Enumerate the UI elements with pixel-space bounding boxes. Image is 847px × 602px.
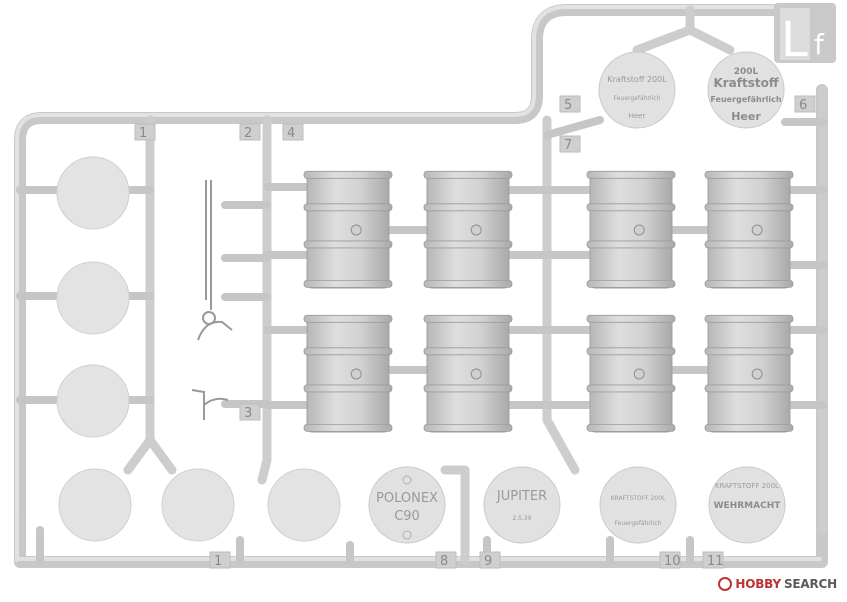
part-number-tab: 7 (559, 135, 581, 153)
part-number: 6 (799, 98, 807, 113)
part-number-tab: 8 (435, 551, 457, 569)
polonez-line-1: POLONEX (376, 491, 438, 506)
part-number-tab: 9 (479, 551, 501, 569)
plain-disc (267, 468, 341, 542)
jupiter-line-2: 2.5.39 (512, 515, 531, 522)
barrel (303, 314, 393, 433)
gates (16, 116, 827, 564)
pump-parts (191, 180, 233, 420)
wehrmacht-line-1: KRAFTSTOFF 200L (715, 482, 779, 490)
barrel (704, 314, 794, 433)
disc-b-line-2: Kraftstoff (713, 76, 778, 90)
plain-disc (161, 468, 235, 542)
sprue-tag: L f (774, 3, 836, 68)
plain-discs (56, 156, 341, 542)
plain-disc (58, 468, 132, 542)
disc-polonez: POLONEX C90 (368, 466, 446, 544)
disc-e: KRAFTSTOFF 200L Feuergefährlich (599, 466, 677, 544)
part-number-tab: 5 (559, 95, 581, 113)
sprue-tag-letter: L (781, 12, 808, 68)
barrel (586, 170, 676, 289)
plain-disc (56, 364, 130, 438)
disc-b: 200L Kraftstoff Feuergefährlich Heer (707, 51, 785, 129)
part-number: 4 (287, 126, 295, 141)
part-number-tab: 11 (702, 551, 724, 569)
part-number: 3 (244, 406, 252, 421)
barrel (303, 170, 393, 289)
barrel (704, 170, 794, 289)
part-number: 9 (484, 554, 492, 569)
watermark: HOBBY SEARCH (718, 577, 837, 591)
plain-disc (56, 156, 130, 230)
part-number-tab: 1 (209, 551, 231, 569)
disc-a: Kraftstoff 200L Feuergefährlich Heer (598, 51, 676, 129)
disc-a-line-3: Heer (629, 112, 646, 120)
barrel (423, 170, 513, 289)
part-number: 7 (564, 138, 572, 153)
part-number: 10 (664, 554, 681, 569)
disc-b-line-4: Heer (731, 110, 761, 123)
disc-wehrmacht: KRAFTSTOFF 200L WEHRMACHT (708, 466, 786, 544)
jupiter-line-1: JUPITER (496, 489, 547, 504)
part-number-tabs: 1 2 4 5 6 7 3 1 8 9 10 11 (134, 95, 816, 569)
watermark-brand-b: SEARCH (783, 577, 837, 591)
part-number-tab: 6 (794, 95, 816, 113)
part-number: 1 (214, 554, 222, 569)
wehrmacht-line-2: WEHRMACHT (714, 501, 782, 511)
part-number: 8 (440, 554, 448, 569)
part-number: 1 (139, 126, 147, 141)
disc-e-line-1: KRAFTSTOFF 200L (611, 495, 666, 502)
disc-b-line-1: 200L (734, 67, 759, 77)
part-number-tab: 2 (239, 123, 261, 141)
sprue-tag-suffix: f (814, 28, 825, 61)
part-number-tab: 4 (282, 123, 304, 141)
barrel (423, 314, 513, 433)
disc-e-line-2: Feuergefährlich (615, 520, 662, 527)
part-number: 5 (564, 98, 572, 113)
disc-a-line-1: Kraftstoff 200L (607, 75, 667, 84)
part-number: 2 (244, 126, 252, 141)
watermark-logo-icon (718, 577, 733, 591)
barrels (303, 170, 794, 433)
inner-runners (123, 5, 828, 565)
plain-disc (56, 261, 130, 335)
disc-jupiter: JUPITER 2.5.39 (483, 466, 561, 544)
polonez-line-2: C90 (394, 509, 420, 524)
part-number-tab: 1 (134, 123, 156, 141)
part-number-tab: 3 (239, 403, 261, 421)
disc-a-line-2: Feuergefährlich (614, 95, 661, 102)
part-number: 11 (707, 554, 724, 569)
barrel (586, 314, 676, 433)
watermark-brand-a: HOBBY (735, 577, 781, 591)
part-number-tab: 10 (659, 551, 681, 569)
disc-b-line-3: Feuergefährlich (710, 95, 782, 104)
